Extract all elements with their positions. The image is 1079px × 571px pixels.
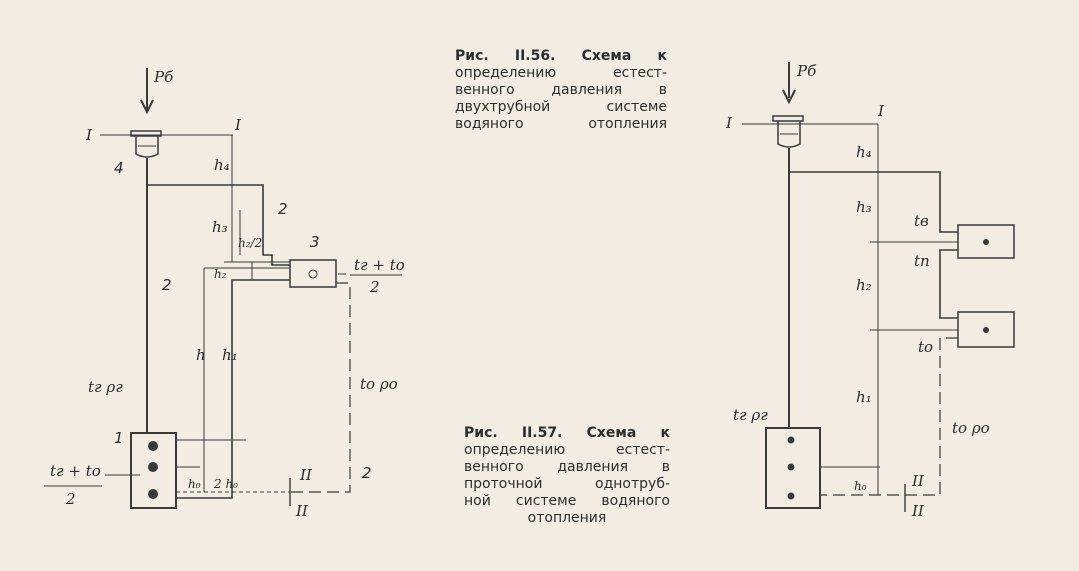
radiator-58 <box>289 259 346 288</box>
label-cold-58: tо ρо <box>360 375 398 393</box>
label-h2-half-58: h₂/2 <box>238 236 262 250</box>
label-tp-57: tп <box>914 252 930 270</box>
supply-main-57 <box>789 171 958 233</box>
label-section-I-left-57: I <box>725 114 733 132</box>
label-pressure-57: Pб <box>796 62 817 80</box>
pressure-arrow-58 <box>140 68 154 115</box>
boiler-58 <box>105 432 246 509</box>
label-num-3: 3 <box>310 233 320 251</box>
label-num-2-b: 2 <box>162 276 172 294</box>
dimension-lines-58 <box>203 135 290 492</box>
dimension-lines-57 <box>870 124 958 495</box>
supply-main-58 <box>147 184 290 266</box>
caption-56-line-4: двухтрубной системе <box>455 99 667 115</box>
label-mix-left-num: tг + tо <box>50 462 101 480</box>
caption-fig-56: Рис. II.56. Схема к определению естест- … <box>455 48 667 133</box>
caption-57-line-6: отопления <box>527 510 607 526</box>
cold-return-dashed-57 <box>820 337 958 496</box>
label-section-II-b-58: II <box>295 502 309 520</box>
label-hot-58: tг ρг <box>88 378 123 396</box>
label-section-II-b-57: II <box>911 502 925 520</box>
figure-56 <box>100 68 351 509</box>
label-cold-57: tо ρо <box>952 419 990 437</box>
label-h3-57: h₃ <box>856 198 872 216</box>
connector-pipe-57 <box>939 249 958 319</box>
caption-57-line-1: Рис. II.57. Схема к <box>464 425 670 441</box>
cold-return-dashed-58 <box>290 282 351 493</box>
radiator-bottom-57 <box>957 311 1015 348</box>
label-mix-left-den: 2 <box>65 490 76 508</box>
label-num-4: 4 <box>114 159 124 177</box>
label-h2-57: h₂ <box>856 276 872 294</box>
caption-fig-57: Рис. II.57. Схема к определению естест- … <box>464 425 670 527</box>
label-h0-58: h₀ <box>188 477 201 491</box>
label-h4-58: h₄ <box>214 156 230 174</box>
label-section-I-left-58: I <box>85 126 93 144</box>
radiator-top-57 <box>957 224 1015 259</box>
labels-57: Pб I I h₄ h₃ tв tп h₂ tо h₁ tг ρг tо ρо … <box>725 62 990 520</box>
label-2h0-58: 2 h₀ <box>213 477 238 491</box>
label-num-2-c: 2 <box>362 464 372 482</box>
label-t0-57: tо <box>918 338 933 356</box>
caption-57-line-5: ной системе водяного <box>464 493 670 509</box>
label-h2-58: h₂ <box>214 267 227 281</box>
label-h1-57: h₁ <box>856 388 872 406</box>
caption-56-line-5: водяного отопления <box>455 116 667 132</box>
label-h4-57: h₄ <box>856 143 872 161</box>
label-num-2-a: 2 <box>278 200 288 218</box>
expansion-tank-57 <box>772 115 804 148</box>
caption-56-line-2: определению естест- <box>455 65 667 81</box>
label-mix-right-den: 2 <box>369 278 380 296</box>
caption-57-line-2: определению естест- <box>464 442 670 458</box>
return-pipe-58 <box>176 279 290 499</box>
label-num-1: 1 <box>114 429 124 447</box>
caption-57-line-4: проточной однотруб- <box>464 476 670 492</box>
label-h1-58: h₁ <box>222 346 238 364</box>
caption-56-line-3: венного давления в <box>455 82 667 98</box>
label-tv-57: tв <box>914 212 929 230</box>
label-section-II-a-58: II <box>299 466 313 484</box>
label-h-58: h <box>196 346 206 364</box>
label-mix-right-num: tг + tо <box>354 256 405 274</box>
labels-58: Pб I I 4 h₄ 2 h₃ h₂/2 3 tг + tо 2 h₂ 2 h… <box>44 68 405 520</box>
label-hot-57: tг ρг <box>733 406 768 424</box>
label-h3-58: h₃ <box>212 218 228 236</box>
label-section-II-a-57: II <box>911 472 925 490</box>
label-section-I-right-57: I <box>877 102 885 120</box>
caption-57-line-3: венного давления в <box>464 459 670 475</box>
boiler-57 <box>765 427 880 509</box>
figure-57 <box>742 62 1015 512</box>
label-h0-57: h₀ <box>854 479 867 493</box>
caption-56-line-1: Рис. II.56. Схема к <box>455 48 667 64</box>
label-section-I-right-58: I <box>234 116 242 134</box>
label-pressure-58: Pб <box>153 68 174 86</box>
pressure-arrow-57 <box>782 62 796 105</box>
expansion-tank-58 <box>130 130 162 158</box>
